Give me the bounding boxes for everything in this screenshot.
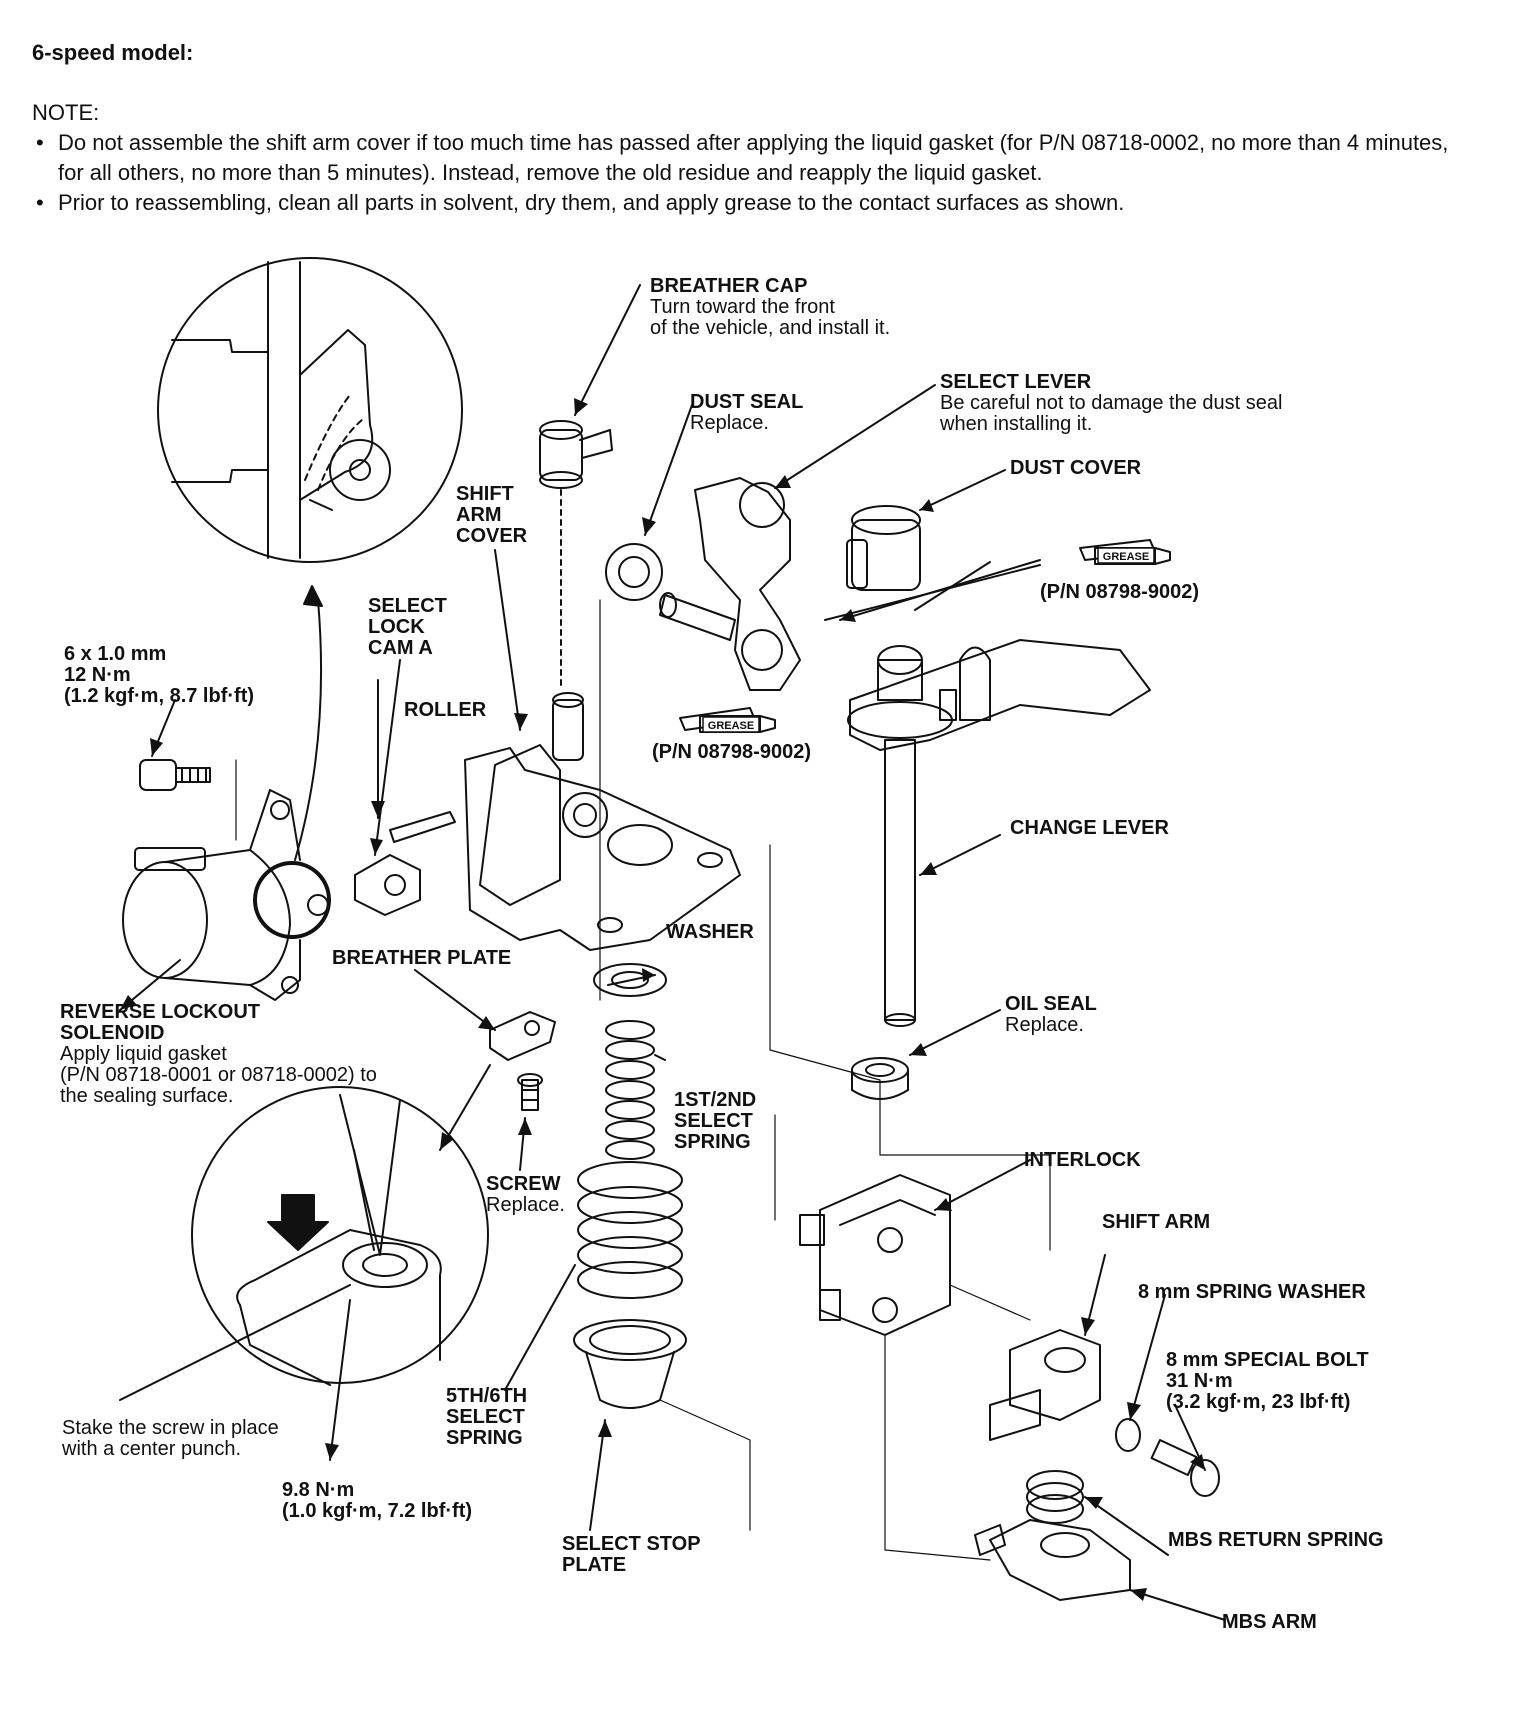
dust-cover-part	[846, 505, 921, 591]
interlock-part	[799, 1174, 951, 1336]
label-screw: SCREW Replace.	[486, 1173, 565, 1216]
select-stop-plate-part	[573, 1319, 687, 1409]
label-interlock: INTERLOCK	[1024, 1149, 1141, 1171]
label-select-spring-56: 5TH/6TH SELECT SPRING	[446, 1385, 528, 1449]
label-select-spring-12: 1ST/2ND SELECT SPRING	[674, 1089, 757, 1153]
label-shift-arm-cover: SHIFT ARM COVER	[456, 483, 528, 547]
label-mbs-return-spring: MBS RETURN SPRING	[1168, 1529, 1384, 1551]
svg-text:GREASE: GREASE	[1103, 551, 1149, 563]
label-oil-seal: OIL SEAL Replace.	[1005, 993, 1097, 1036]
notes-list: Do not assemble the shift arm cover if t…	[32, 128, 1472, 218]
dust-seal-part	[605, 543, 663, 601]
arrowheads	[120, 398, 1205, 1601]
label-breather-plate: BREATHER PLATE	[332, 947, 512, 969]
label-breather-cap: BREATHER CAP Turn toward the front of th…	[650, 275, 891, 339]
label-select-lock-cam: SELECT LOCK CAM A	[368, 595, 447, 659]
select-lock-cam-part	[354, 854, 421, 916]
label-roller: ROLLER	[404, 699, 487, 721]
special-bolt-part	[1150, 1439, 1220, 1497]
leader-lines	[119, 284, 1226, 1621]
screw-part	[517, 1073, 543, 1111]
label-change-lever: CHANGE LEVER	[1010, 817, 1169, 839]
guide-lines	[235, 599, 1051, 1561]
note-label: NOTE:	[32, 100, 100, 125]
shift-arm-cover-part	[464, 692, 741, 951]
label-shift-arm: SHIFT ARM	[1102, 1211, 1211, 1233]
label-select-lever: SELECT LEVER Be careful not to damage th…	[940, 371, 1283, 435]
select-lever-part	[659, 477, 801, 691]
label-grease-pn-right: (P/N 08798-9002)	[1040, 581, 1199, 603]
shift-arm-part	[989, 1329, 1101, 1441]
label-grease-pn-center: (P/N 08798-9002)	[652, 741, 811, 763]
breather-cap-part	[539, 420, 613, 691]
note-item: Prior to reassembling, clean all parts i…	[32, 188, 1472, 218]
label-torque-9-8: 9.8 N·m (1.0 kgf·m, 7.2 lbf·ft)	[282, 1479, 473, 1522]
change-lever-part	[847, 639, 1151, 1027]
label-dust-cover: DUST COVER	[1010, 457, 1142, 479]
select-spring-12-part	[605, 1020, 655, 1160]
mbs-return-spring-part	[1026, 1470, 1084, 1524]
roller-part	[389, 811, 456, 843]
washer-part	[593, 963, 667, 997]
spring-washer-part	[1115, 1418, 1141, 1452]
label-select-stop-plate: SELECT STOP PLATE	[562, 1533, 701, 1576]
bolt-6mm	[139, 699, 211, 791]
label-spring-washer-8mm: 8 mm SPRING WASHER	[1138, 1281, 1366, 1303]
select-spring-56-part	[577, 1161, 683, 1299]
detail-circle-top	[157, 257, 463, 563]
reverse-lockout-solenoid	[122, 789, 331, 1001]
note-item: Do not assemble the shift arm cover if t…	[32, 128, 1472, 188]
mbs-arm-part	[974, 1519, 1131, 1601]
label-mbs-arm: MBS ARM	[1222, 1611, 1317, 1633]
detail-arrow	[294, 599, 323, 861]
breather-plate-part	[489, 1011, 556, 1061]
label-bolt-6mm: 6 x 1.0 mm 12 N·m (1.2 kgf·m, 8.7 lbf·ft…	[64, 643, 255, 707]
grease-badge: GREASE	[1097, 547, 1155, 564]
page-title: 6-speed model:	[32, 40, 194, 65]
label-washer: WASHER	[666, 921, 754, 943]
label-dust-seal: DUST SEAL Replace.	[690, 391, 804, 434]
down-arrow-icon	[267, 1194, 329, 1251]
label-reverse-lockout-solenoid: REVERSE LOCKOUT SOLENOID Apply liquid ga…	[60, 1001, 377, 1107]
detail-circle-bottom	[191, 1086, 489, 1386]
grease-badge: GREASE	[702, 716, 760, 733]
label-special-bolt-8mm: 8 mm SPECIAL BOLT 31 N·m (3.2 kgf·m, 23 …	[1166, 1349, 1369, 1413]
svg-text:GREASE: GREASE	[708, 720, 754, 732]
label-stake-screw: Stake the screw in place with a center p…	[62, 1417, 279, 1460]
